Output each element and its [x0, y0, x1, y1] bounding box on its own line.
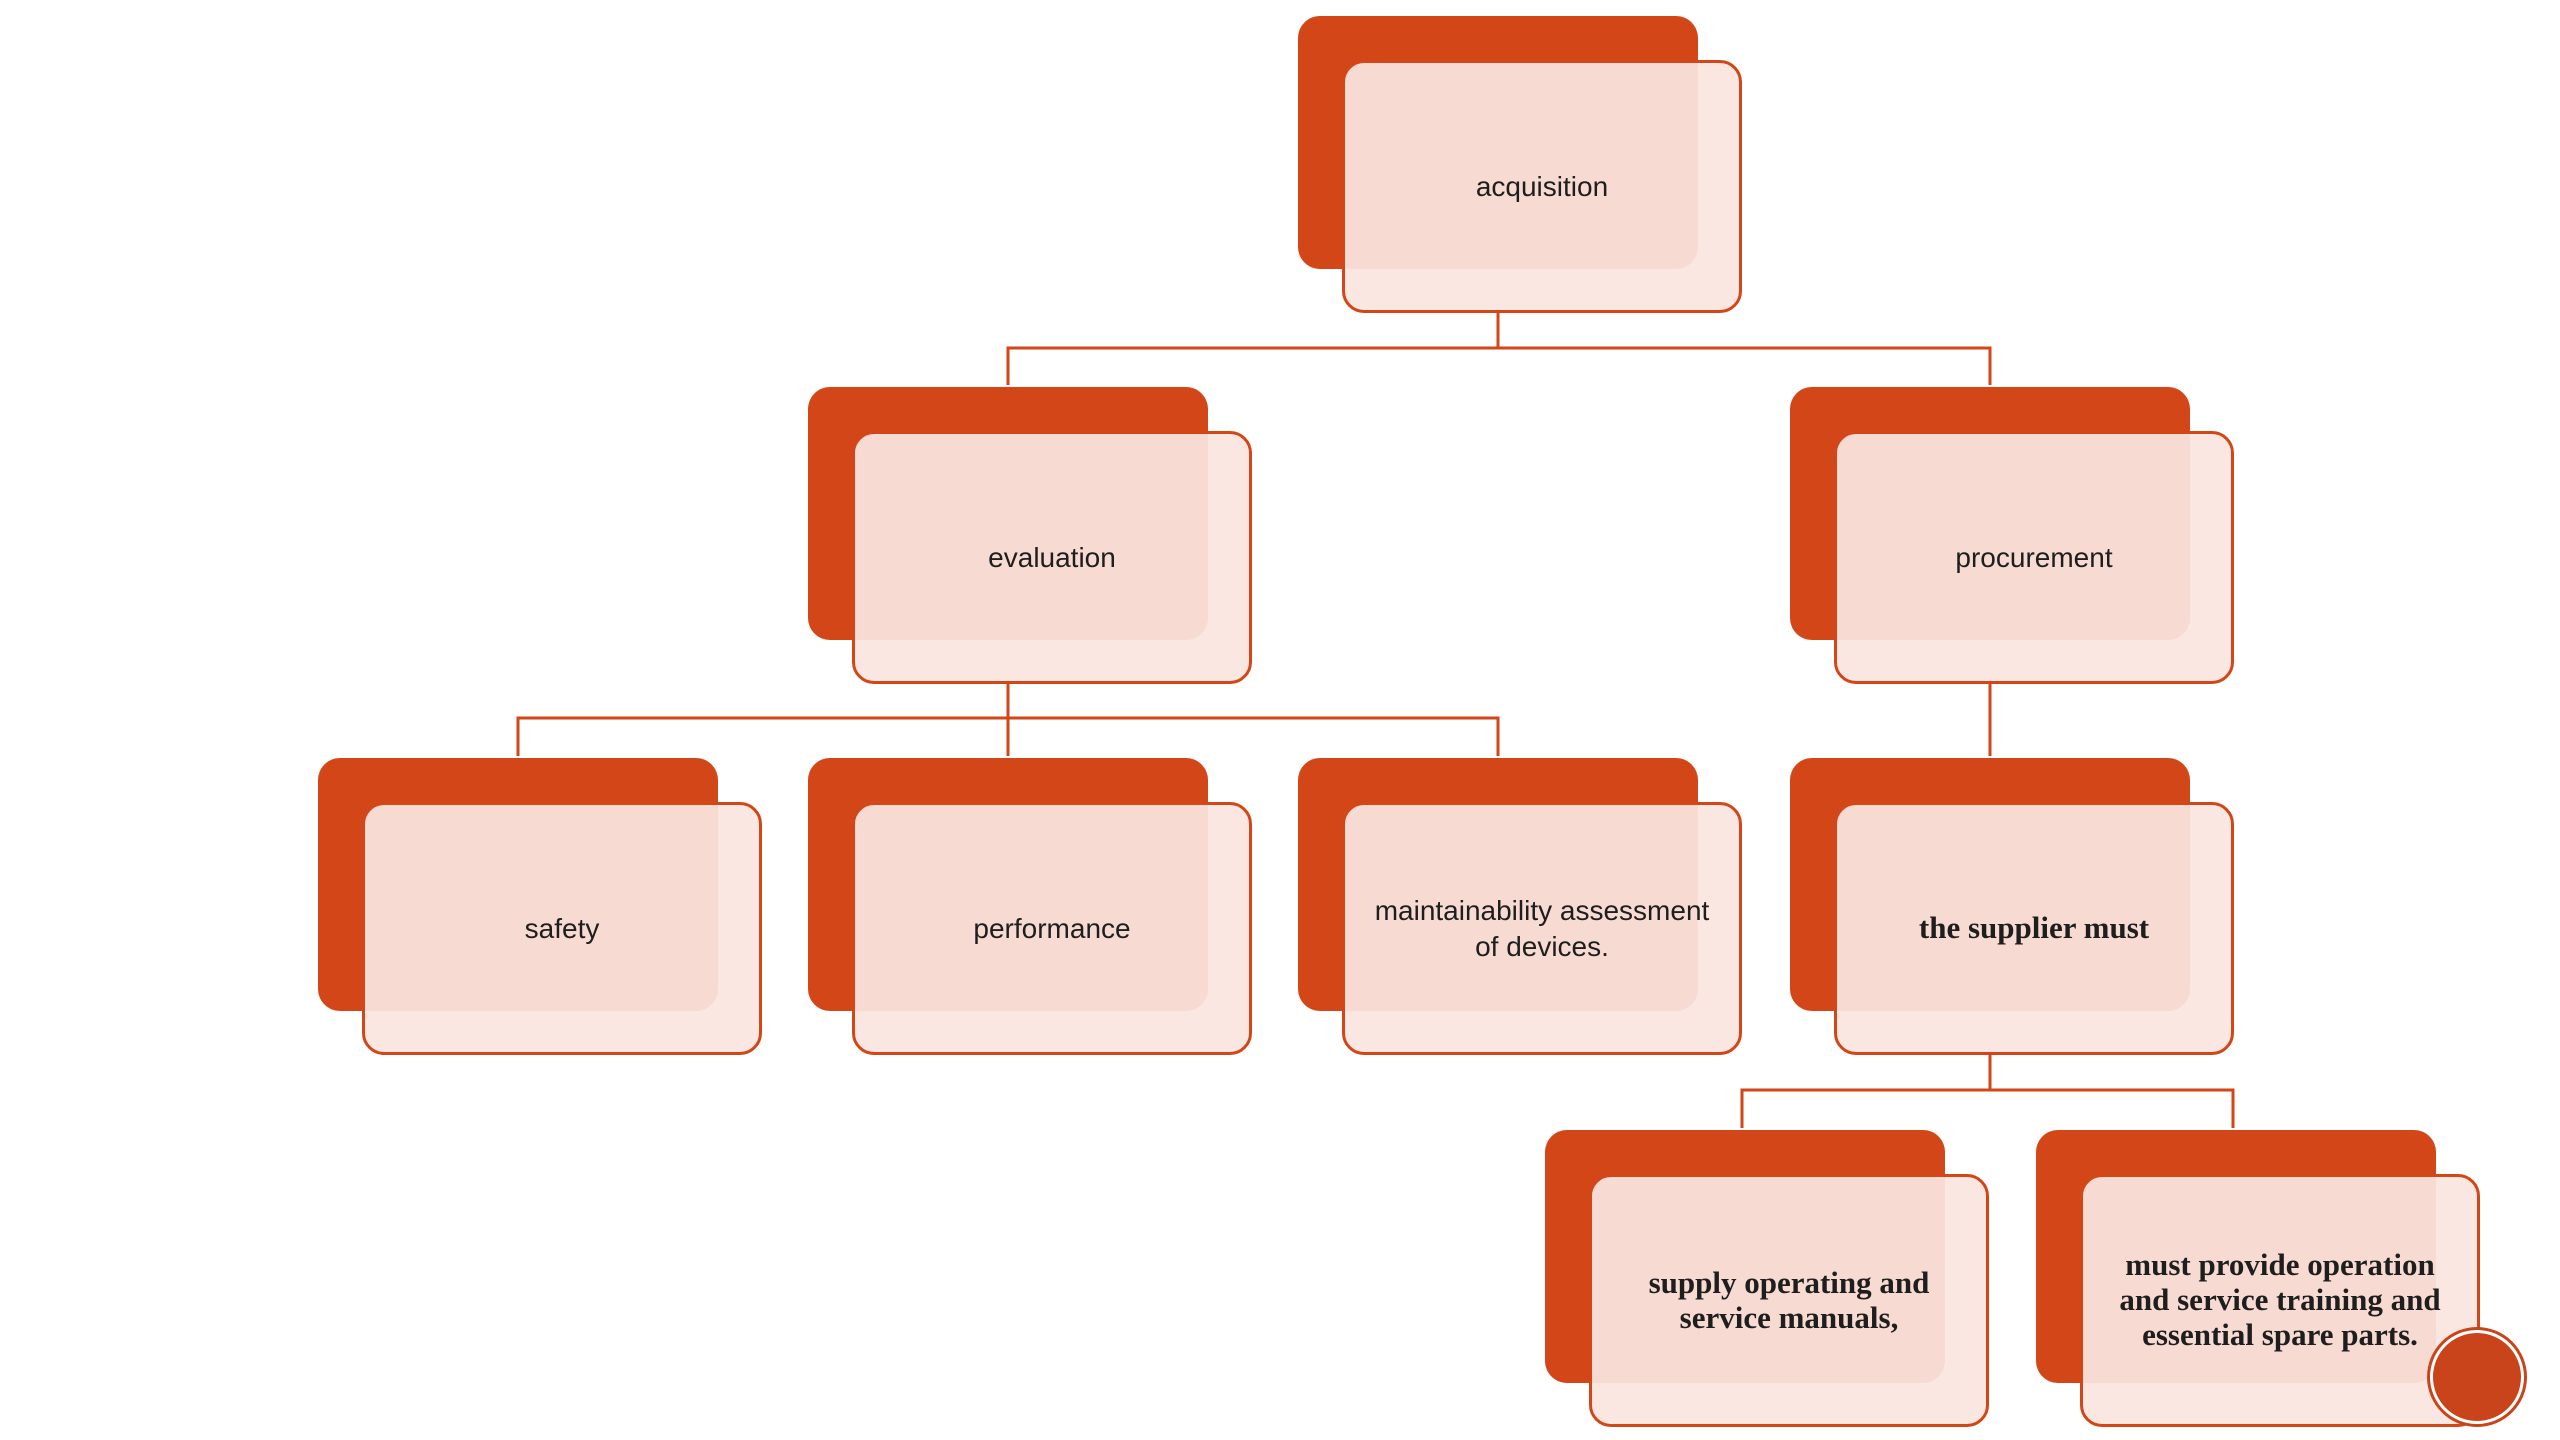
- connector-root-procurement: [1498, 346, 1992, 385]
- node-front-box: must provide operation and service train…: [2080, 1174, 2480, 1427]
- node-front-box: safety: [362, 802, 762, 1055]
- connector-supplier-training: [1990, 1088, 2235, 1128]
- node-label-maintainability: maintainability assessment of devices.: [1374, 894, 1710, 962]
- node-label-procurement: procurement: [1955, 541, 2113, 573]
- node-front-box: procurement: [1834, 431, 2234, 684]
- node-label-evaluation: evaluation: [988, 541, 1116, 573]
- node-evaluation: evaluation: [808, 387, 1252, 684]
- node-performance: performance: [808, 758, 1252, 1055]
- node-label-performance: performance: [973, 912, 1131, 944]
- node-label-safety: safety: [524, 912, 600, 944]
- node-label-training: must provide operation and service train…: [2119, 1247, 2441, 1352]
- node-safety: safety: [318, 758, 762, 1055]
- connector-evaluation-maintainability: [1008, 716, 1500, 756]
- page-number-badge: [2430, 1330, 2524, 1424]
- node-front-box: performance: [852, 802, 1252, 1055]
- node-supplier-must: the supplier must: [1790, 758, 2234, 1055]
- node-label-manuals: supply operating and service manuals,: [1648, 1264, 1930, 1335]
- node-procurement: procurement: [1790, 387, 2234, 684]
- connector-supplier-manuals: [1740, 1052, 1992, 1128]
- node-front-box: acquisition: [1342, 60, 1742, 313]
- connector-evaluation-safety: [516, 680, 1010, 756]
- node-label-acquisition: acquisition: [1475, 170, 1609, 202]
- node-front-box: maintainability assessment of devices.: [1342, 802, 1742, 1055]
- node-acquisition: acquisition: [1298, 16, 1742, 313]
- node-maintainability: maintainability assessment of devices.: [1298, 758, 1742, 1055]
- node-label-supplier-must: the supplier must: [1918, 910, 2150, 946]
- node-front-box: supply operating and service manuals,: [1589, 1174, 1989, 1427]
- connector-root-evaluation: [1006, 310, 1500, 385]
- node-manuals: supply operating and service manuals,: [1545, 1130, 1989, 1427]
- node-training: must provide operation and service train…: [2036, 1130, 2480, 1427]
- node-front-box: evaluation: [852, 431, 1252, 684]
- node-front-box: the supplier must: [1834, 802, 2234, 1055]
